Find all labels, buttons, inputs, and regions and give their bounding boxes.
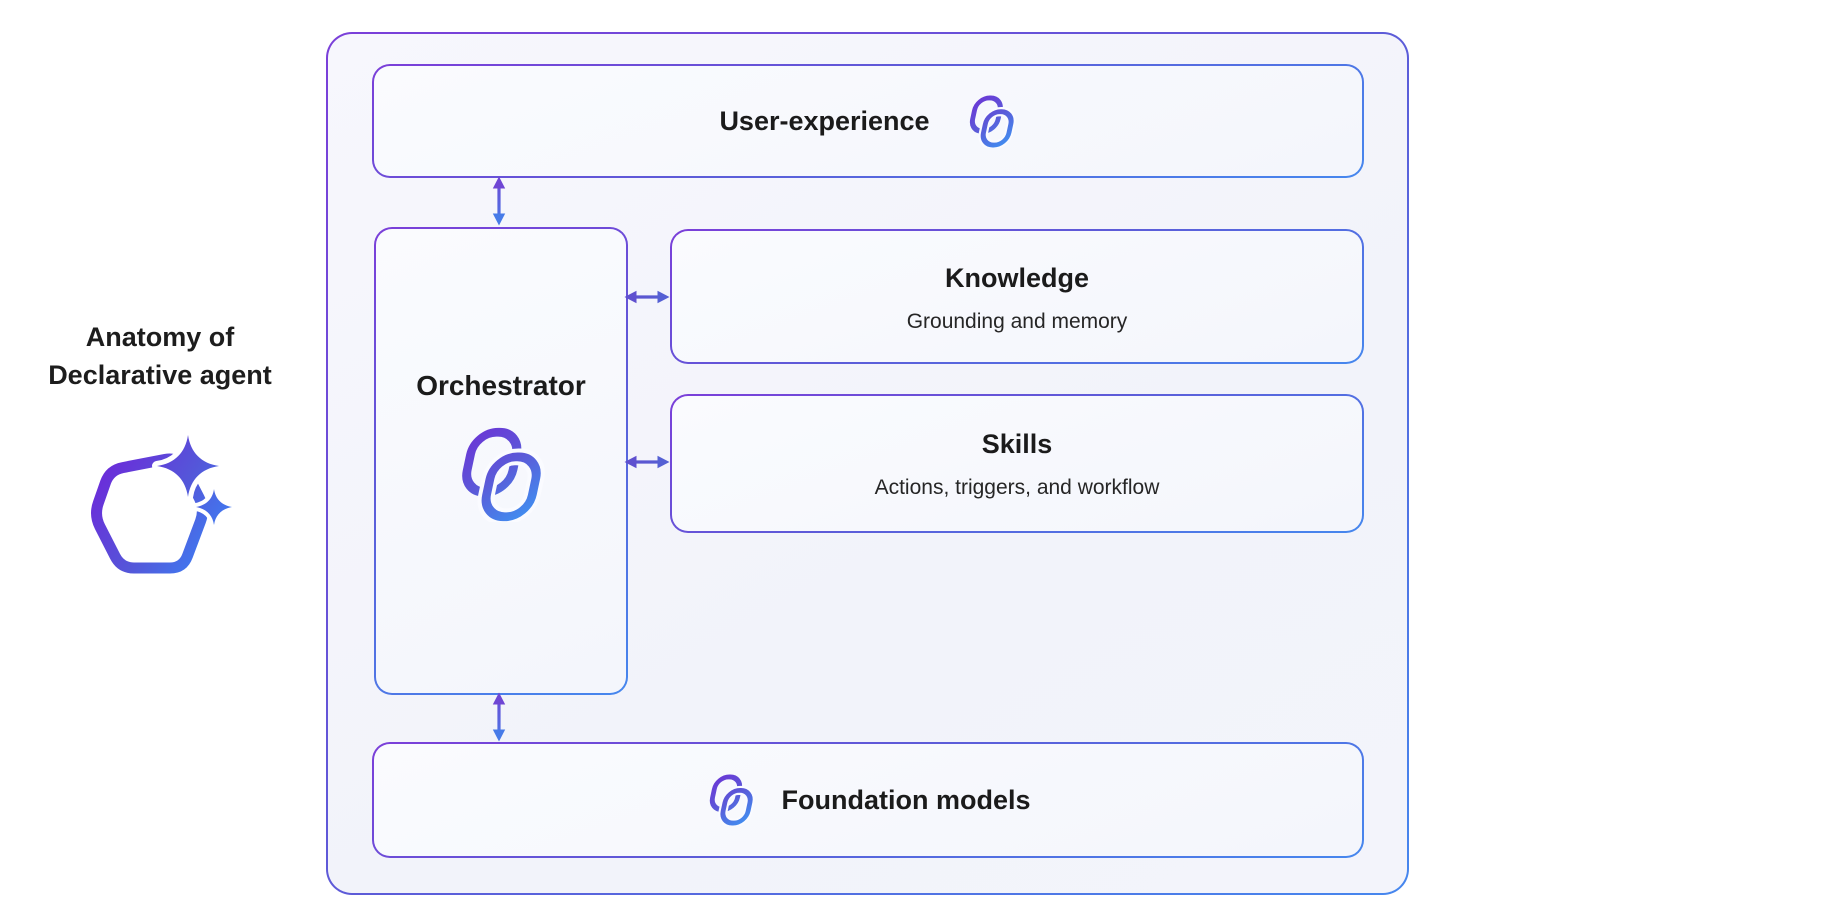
orchestrator-title: Orchestrator <box>416 370 586 401</box>
foundation-models-box: Foundation models <box>372 742 1364 858</box>
agent-anatomy-panel: User-experience Orchestrator Knowledge G… <box>326 32 1409 895</box>
diagram-title-line1: Anatomy of <box>85 322 235 352</box>
knowledge-box: Knowledge Grounding and memory <box>670 229 1364 364</box>
arrow-ux-orchestrator <box>484 176 514 226</box>
copilot-icon <box>455 427 547 522</box>
large-sparkle-icon <box>157 435 219 497</box>
skills-subtitle: Actions, triggers, and workflow <box>874 476 1160 499</box>
small-sparkle-icon <box>196 489 232 525</box>
arrow-orchestrator-skills <box>624 447 670 477</box>
declarative-agent-icon <box>91 433 233 574</box>
user-experience-box: User-experience <box>372 64 1364 178</box>
knowledge-subtitle: Grounding and memory <box>906 310 1128 333</box>
copilot-icon <box>966 95 1017 148</box>
arrow-orchestrator-knowledge <box>624 282 670 312</box>
knowledge-title: Knowledge <box>944 263 1089 293</box>
diagram-title-line2: Declarative agent <box>48 360 272 390</box>
diagram-title: Anatomy of Declarative agent <box>20 318 300 394</box>
copilot-icon <box>706 774 756 826</box>
user-experience-title: User-experience <box>719 106 930 136</box>
orchestrator-box: Orchestrator <box>374 227 628 695</box>
arrow-orchestrator-foundation <box>484 692 514 742</box>
skills-title: Skills <box>981 429 1053 459</box>
skills-box: Skills Actions, triggers, and workflow <box>670 394 1364 533</box>
foundation-models-title: Foundation models <box>781 785 1031 815</box>
